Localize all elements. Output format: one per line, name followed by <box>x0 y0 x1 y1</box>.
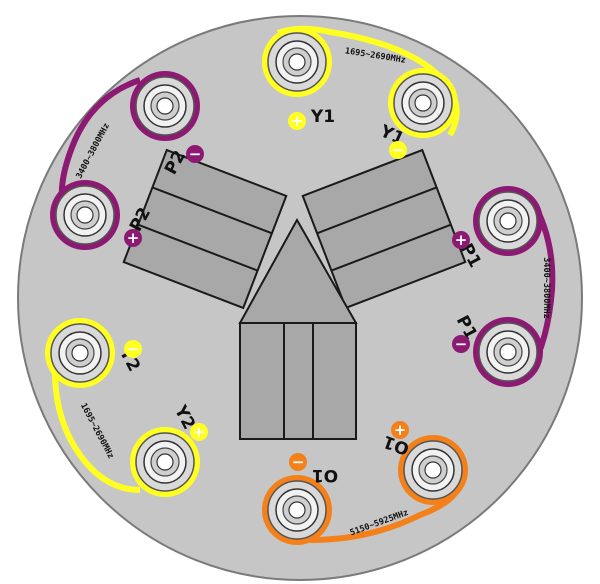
svg-text:+: + <box>394 421 407 439</box>
plus-sign-icon: + <box>391 421 409 439</box>
plus-sign-icon: + <box>452 231 470 249</box>
trace-p-left <box>58 77 141 201</box>
coax-connector-icon[interactable] <box>130 71 200 141</box>
radiator-panels <box>122 148 467 440</box>
minus-sign-icon: − <box>452 335 470 353</box>
band-label: 3400~3800MHz <box>541 257 551 318</box>
minus-sign-icon: − <box>186 145 204 163</box>
svg-text:+: + <box>193 423 206 441</box>
coax-connector-icon[interactable] <box>262 475 332 545</box>
connector-pin <box>499 212 517 230</box>
plus-sign-icon: + <box>124 229 142 247</box>
connector-pin <box>288 501 306 519</box>
svg-text:−: − <box>392 141 405 159</box>
minus-sign-icon: − <box>389 141 407 159</box>
connector-pin <box>76 206 94 224</box>
svg-text:−: − <box>127 340 140 358</box>
plus-sign-icon: + <box>288 112 306 130</box>
center-triangle <box>238 217 358 324</box>
connector-pin <box>499 343 517 361</box>
minus-sign-icon: − <box>124 340 142 358</box>
svg-text:+: + <box>291 112 304 130</box>
coax-connector-icon[interactable] <box>398 435 468 505</box>
trace-y-left <box>52 371 141 493</box>
coax-connector-icon[interactable] <box>45 318 115 388</box>
coax-connector-icon[interactable] <box>473 186 543 256</box>
panel-right <box>301 148 467 310</box>
panel-bottom <box>239 322 357 440</box>
svg-text:−: − <box>292 453 305 471</box>
connector-pin <box>156 453 174 471</box>
port-label: Y1 <box>310 107 335 127</box>
coax-connector-icon[interactable] <box>473 317 543 387</box>
coax-connector-icon[interactable] <box>388 68 458 138</box>
port-label: O1 <box>312 465 338 485</box>
coax-connector-icon[interactable] <box>50 180 120 250</box>
coax-connector-icon[interactable] <box>130 427 200 497</box>
plus-sign-icon: + <box>190 423 208 441</box>
panel-left <box>122 148 288 310</box>
svg-text:+: + <box>127 229 140 247</box>
svg-text:−: − <box>189 145 202 163</box>
connector-pin <box>424 461 442 479</box>
connector-pin <box>71 344 89 362</box>
coax-connector-icon[interactable] <box>262 27 332 97</box>
connector-pin <box>288 53 306 71</box>
svg-text:−: − <box>455 335 468 353</box>
connector-pin <box>414 94 432 112</box>
minus-sign-icon: − <box>289 453 307 471</box>
svg-text:+: + <box>455 231 468 249</box>
connector-pin <box>156 97 174 115</box>
